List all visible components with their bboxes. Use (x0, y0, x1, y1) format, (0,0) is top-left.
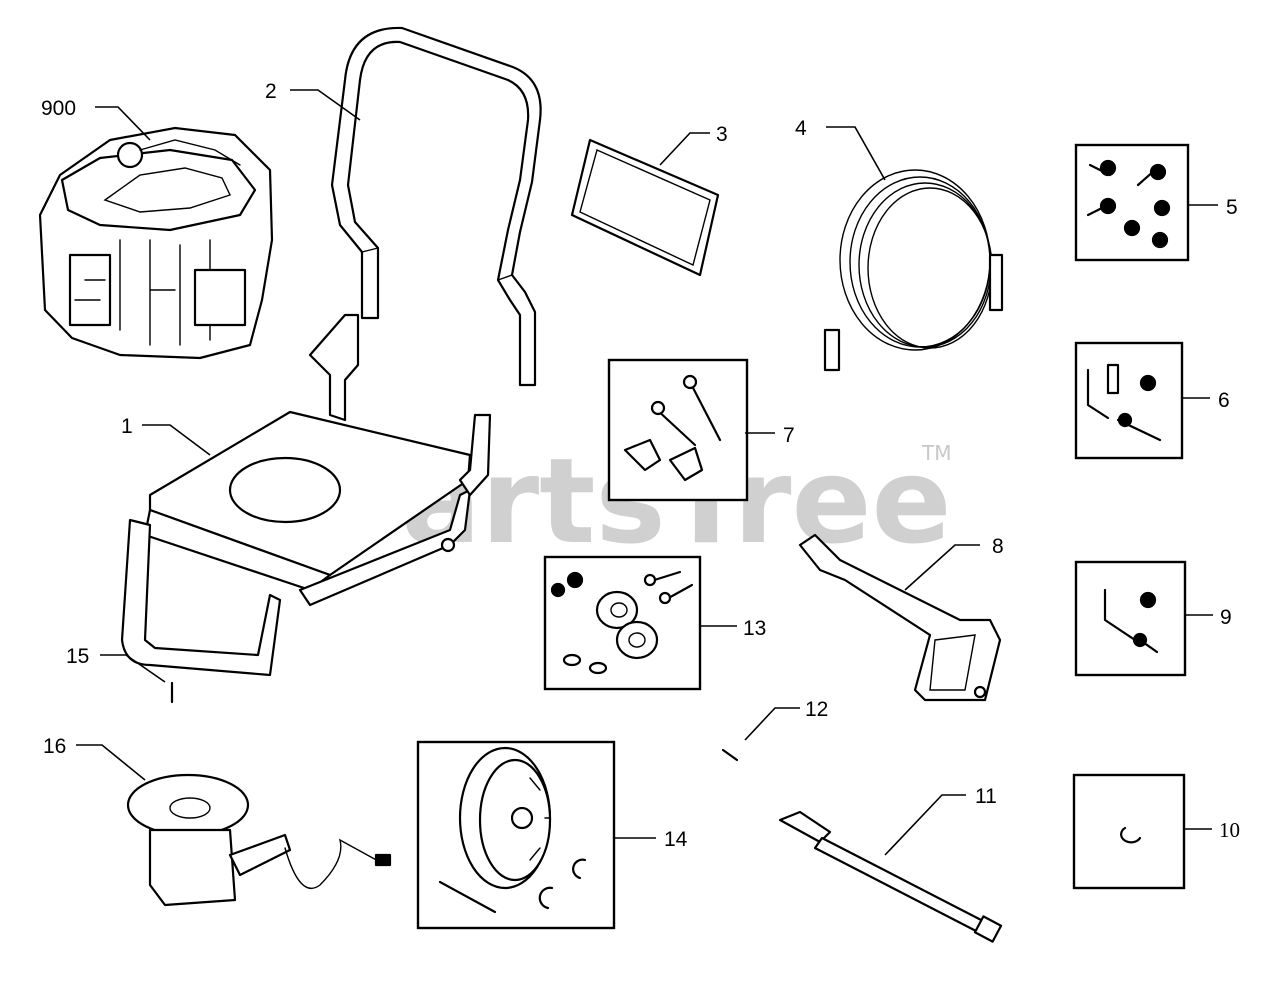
watermark-tm: TM (921, 441, 951, 465)
callout-2: 2 (265, 80, 277, 103)
callout-12: 12 (805, 698, 828, 721)
part-kit-9[interactable] (1074, 560, 1187, 677)
callout-8: 8 (992, 535, 1004, 558)
part-kit-10[interactable] (1072, 773, 1186, 890)
part-wand[interactable] (778, 810, 1003, 943)
callout-900: 900 (41, 97, 76, 120)
callout-3: 3 (716, 123, 728, 146)
callout-16: 16 (43, 735, 66, 758)
part-hose[interactable] (823, 169, 1004, 372)
callout-labels: 900 1 2 3 4 5 6 7 8 9 10 11 12 13 14 15 … (41, 80, 1240, 851)
callout-9: 9 (1220, 606, 1232, 629)
callout-1: 1 (121, 415, 133, 438)
callout-5: 5 (1226, 196, 1238, 219)
part-kit-7[interactable] (607, 358, 749, 502)
part-kit-13[interactable] (543, 555, 702, 691)
part-panel[interactable] (570, 138, 720, 277)
callout-6: 6 (1218, 389, 1230, 412)
callout-15: 15 (66, 645, 89, 668)
part-pump[interactable] (126, 773, 392, 907)
callout-13: 13 (743, 617, 766, 640)
part-engine[interactable] (38, 126, 274, 360)
callout-7: 7 (783, 424, 795, 447)
part-handle[interactable] (330, 26, 542, 387)
callout-14: 14 (664, 828, 688, 851)
part-wheel-kit[interactable] (416, 740, 616, 930)
part-spray-gun[interactable] (798, 533, 1002, 702)
callout-4: 4 (795, 117, 807, 140)
part-small-pin[interactable] (721, 748, 739, 762)
leader-lines (76, 89, 1218, 856)
part-kit-6[interactable] (1074, 341, 1184, 460)
callout-11: 11 (975, 785, 997, 808)
callout-10: 10 (1219, 818, 1240, 842)
part-bolt-kit-5[interactable] (1074, 143, 1190, 262)
part-frame[interactable] (120, 313, 492, 677)
